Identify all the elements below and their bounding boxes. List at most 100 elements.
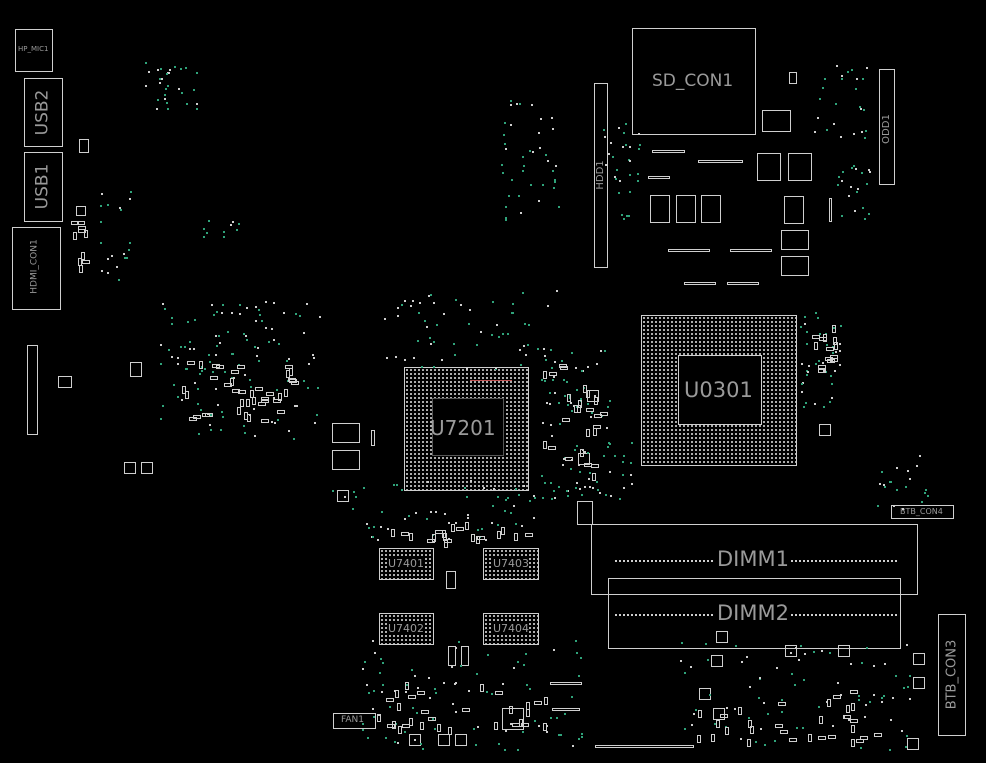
- small-square-23[interactable]: [446, 571, 456, 589]
- small-square-24[interactable]: [448, 646, 456, 666]
- small-square-7[interactable]: [907, 738, 919, 750]
- smd-pad: [521, 723, 529, 727]
- via-dot: [927, 495, 929, 497]
- dimm2-slot[interactable]: [608, 578, 901, 649]
- via-dot: [542, 184, 544, 186]
- pad-dot: [553, 649, 555, 651]
- odd-connector[interactable]: [879, 69, 895, 185]
- pad-dot: [551, 117, 553, 119]
- small-square-9[interactable]: [711, 655, 723, 667]
- strip-12[interactable]: [371, 430, 375, 446]
- strip-7[interactable]: [727, 282, 759, 285]
- via-dot: [861, 662, 863, 664]
- smd-pad: [593, 425, 601, 429]
- via-dot: [522, 170, 524, 172]
- strip-11[interactable]: [829, 198, 832, 222]
- usb2-connector[interactable]: [24, 78, 63, 147]
- via-dot: [373, 526, 375, 528]
- via-dot: [556, 717, 558, 719]
- small-square-14[interactable]: [130, 362, 142, 377]
- inductor-1[interactable]: [781, 230, 809, 250]
- small-square-5[interactable]: [913, 653, 925, 665]
- inductor-4[interactable]: [332, 450, 360, 470]
- strip-2[interactable]: [698, 160, 743, 163]
- strip-5[interactable]: [730, 249, 772, 252]
- via-dot: [563, 379, 565, 381]
- inductor-3[interactable]: [332, 423, 360, 443]
- strip-1[interactable]: [652, 150, 685, 153]
- via-dot: [823, 406, 825, 408]
- small-square-17[interactable]: [79, 139, 89, 153]
- small-square-11[interactable]: [337, 490, 349, 502]
- connector-bottom-chip[interactable]: [502, 708, 524, 730]
- small-square-25[interactable]: [461, 646, 469, 666]
- via-dot: [862, 78, 864, 80]
- via-dot: [755, 741, 757, 743]
- small-square-26[interactable]: [838, 645, 850, 657]
- small-square-16[interactable]: [141, 462, 153, 474]
- pad-dot: [145, 85, 147, 87]
- small-square-6[interactable]: [913, 677, 925, 689]
- small-square-1[interactable]: [819, 424, 831, 436]
- inductor-2[interactable]: [781, 256, 809, 276]
- via-dot: [239, 304, 241, 306]
- smd-pad: [501, 527, 505, 535]
- via-dot: [244, 432, 246, 434]
- strip-8[interactable]: [550, 682, 582, 685]
- pad-dot: [455, 522, 457, 524]
- small-square-21[interactable]: [438, 734, 450, 746]
- smd-pad: [738, 707, 742, 715]
- via-dot: [838, 176, 840, 178]
- smd-pad: [843, 715, 851, 719]
- via-dot: [554, 181, 556, 183]
- hdd-connector[interactable]: [594, 83, 608, 268]
- strip-3[interactable]: [648, 176, 670, 179]
- via-dot: [805, 402, 807, 404]
- pq-component[interactable]: [762, 110, 791, 132]
- smd-pad: [377, 714, 381, 722]
- dimm1-slot[interactable]: [591, 524, 918, 595]
- small-square-13[interactable]: [58, 376, 72, 388]
- pad-dot: [443, 682, 445, 684]
- pad-dot: [836, 65, 838, 67]
- via-dot: [815, 363, 817, 365]
- small-square-8[interactable]: [716, 631, 728, 643]
- via-dot: [735, 645, 737, 647]
- small-square-20[interactable]: [409, 734, 421, 746]
- strip-10[interactable]: [595, 745, 694, 748]
- via-dot: [193, 89, 195, 91]
- mosfet-5[interactable]: [701, 195, 721, 223]
- small-square-15[interactable]: [124, 462, 136, 474]
- strip-4[interactable]: [668, 249, 710, 252]
- small-square-4[interactable]: [587, 390, 599, 402]
- pad-dot: [107, 258, 109, 260]
- hdmi-connector[interactable]: [12, 227, 61, 310]
- small-square-18[interactable]: [76, 206, 86, 216]
- btb-con3-connector[interactable]: [938, 614, 966, 736]
- sd-card-connector[interactable]: [632, 28, 756, 135]
- via-dot: [622, 461, 624, 463]
- small-square-27[interactable]: [785, 645, 797, 657]
- via-dot: [476, 673, 478, 675]
- btb-con4-connector[interactable]: [891, 505, 954, 519]
- side-connector-strip[interactable]: [27, 345, 38, 435]
- hp-mic-connector[interactable]: [15, 29, 53, 72]
- mosfet-1[interactable]: [757, 153, 781, 181]
- strip-9[interactable]: [552, 708, 580, 711]
- small-square-22[interactable]: [455, 734, 467, 746]
- via-dot: [601, 415, 603, 417]
- usb1-connector[interactable]: [24, 152, 63, 222]
- mosfet-3[interactable]: [650, 195, 670, 223]
- small-square-2[interactable]: [577, 501, 593, 525]
- strip-6[interactable]: [684, 282, 716, 285]
- pad-dot: [123, 253, 125, 255]
- pad-dot: [253, 408, 255, 410]
- smd-pad: [698, 710, 702, 718]
- small-square-19[interactable]: [789, 72, 797, 84]
- mosfet-4[interactable]: [676, 195, 696, 223]
- pad-dot: [426, 326, 428, 328]
- mosfet-2[interactable]: [788, 153, 812, 181]
- mosfet-6[interactable]: [784, 196, 804, 224]
- smd-pad: [851, 739, 855, 747]
- fan-connector[interactable]: [333, 713, 376, 729]
